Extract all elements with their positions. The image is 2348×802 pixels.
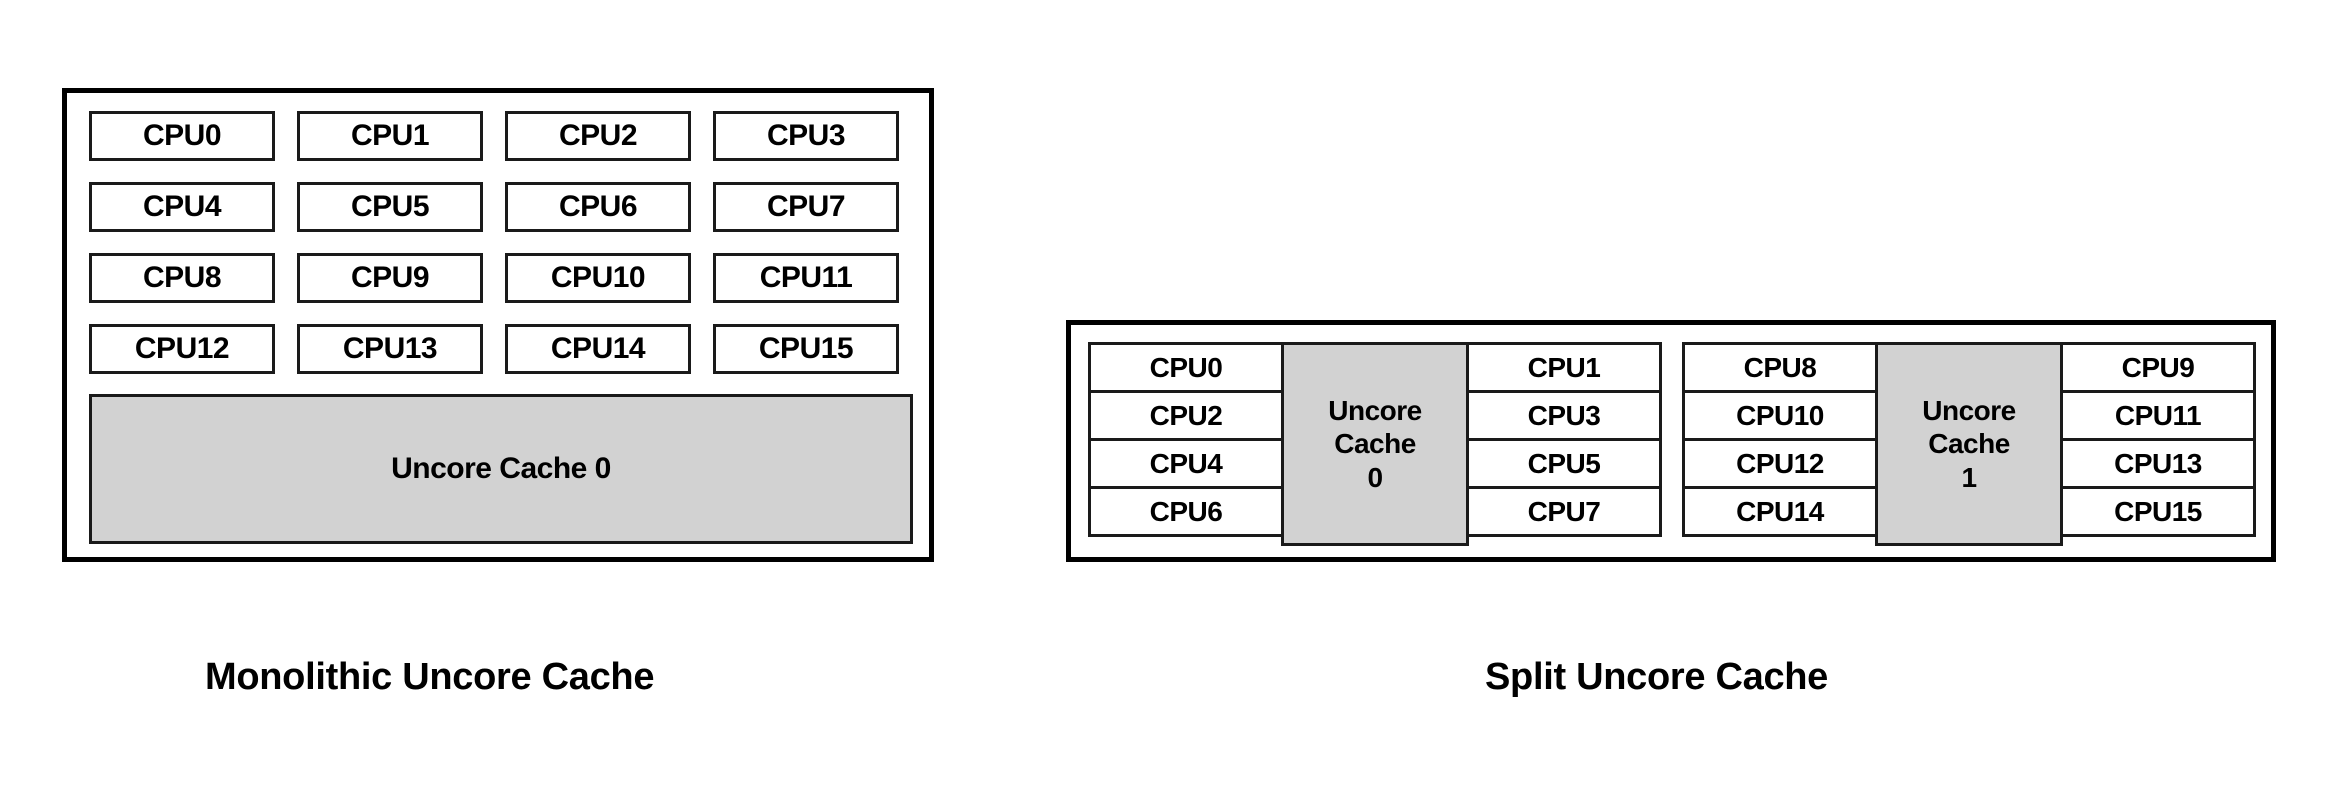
cpu-box: CPU11 [713, 253, 899, 303]
cpu-box: CPU3 [1466, 390, 1662, 441]
cpu-box: CPU7 [1466, 486, 1662, 537]
uncore-cache-label-line2: Cache [1334, 428, 1416, 460]
cpu-box: CPU1 [1466, 342, 1662, 393]
cpu-box: CPU11 [2060, 390, 2256, 441]
cpu-box: CPU1 [297, 111, 483, 161]
cpu-box: CPU13 [297, 324, 483, 374]
cpu-box: CPU14 [1682, 486, 1878, 537]
cpu-box: CPU12 [1682, 438, 1878, 489]
cpu-box: CPU9 [297, 253, 483, 303]
uncore-cache-label-line3: 0 [1367, 461, 1383, 493]
uncore-cache-label-line3: 1 [1961, 461, 1977, 493]
cpu-box: CPU8 [1682, 342, 1878, 393]
cpu-box: CPU15 [2060, 486, 2256, 537]
cpu-box: CPU10 [1682, 390, 1878, 441]
monolithic-cpu-grid: CPU0 CPU1 CPU2 CPU3 CPU4 CPU5 CPU6 CPU7 … [89, 111, 913, 374]
cpu-box: CPU4 [1088, 438, 1284, 489]
uncore-cache-box: Uncore Cache 0 [1281, 342, 1469, 546]
cpu-box: CPU9 [2060, 342, 2256, 393]
cpu-box: CPU15 [713, 324, 899, 374]
cpu-box: CPU2 [1088, 390, 1284, 441]
cpu-box: CPU0 [1088, 342, 1284, 393]
split-cpu-column-right: CPU1 CPU3 CPU5 CPU7 [1466, 342, 1662, 546]
uncore-cache-box: Uncore Cache 0 [89, 394, 913, 544]
cpu-box: CPU0 [89, 111, 275, 161]
cpu-box: CPU12 [89, 324, 275, 374]
monolithic-uncore-cache-diagram: CPU0 CPU1 CPU2 CPU3 CPU4 CPU5 CPU6 CPU7 … [62, 88, 934, 562]
cpu-box: CPU5 [1466, 438, 1662, 489]
cpu-box: CPU10 [505, 253, 691, 303]
split-cpu-column-left: CPU8 CPU10 CPU12 CPU14 [1682, 342, 1878, 546]
split-cpu-column-right: CPU9 CPU11 CPU13 CPU15 [2060, 342, 2256, 546]
cpu-box: CPU2 [505, 111, 691, 161]
cpu-box: CPU3 [713, 111, 899, 161]
cpu-box: CPU8 [89, 253, 275, 303]
cpu-box: CPU13 [2060, 438, 2256, 489]
uncore-cache-box: Uncore Cache 1 [1875, 342, 2063, 546]
split-caption: Split Uncore Cache [1485, 656, 1829, 698]
monolithic-caption: Monolithic Uncore Cache [205, 656, 655, 698]
split-group: CPU0 CPU2 CPU4 CPU6 Uncore Cache 0 CPU1 … [1088, 342, 1668, 546]
cpu-box: CPU14 [505, 324, 691, 374]
split-uncore-cache-diagram: CPU0 CPU2 CPU4 CPU6 Uncore Cache 0 CPU1 … [1066, 320, 2276, 562]
cpu-box: CPU4 [89, 182, 275, 232]
cpu-box: CPU6 [505, 182, 691, 232]
uncore-cache-label-line1: Uncore [1922, 395, 2016, 427]
cpu-box: CPU7 [713, 182, 899, 232]
split-group: CPU8 CPU10 CPU12 CPU14 Uncore Cache 1 CP… [1682, 342, 2262, 546]
split-cpu-column-left: CPU0 CPU2 CPU4 CPU6 [1088, 342, 1284, 546]
cpu-box: CPU6 [1088, 486, 1284, 537]
cpu-box: CPU5 [297, 182, 483, 232]
uncore-cache-label-line1: Uncore [1328, 395, 1422, 427]
uncore-cache-label-line2: Cache [1928, 428, 2010, 460]
